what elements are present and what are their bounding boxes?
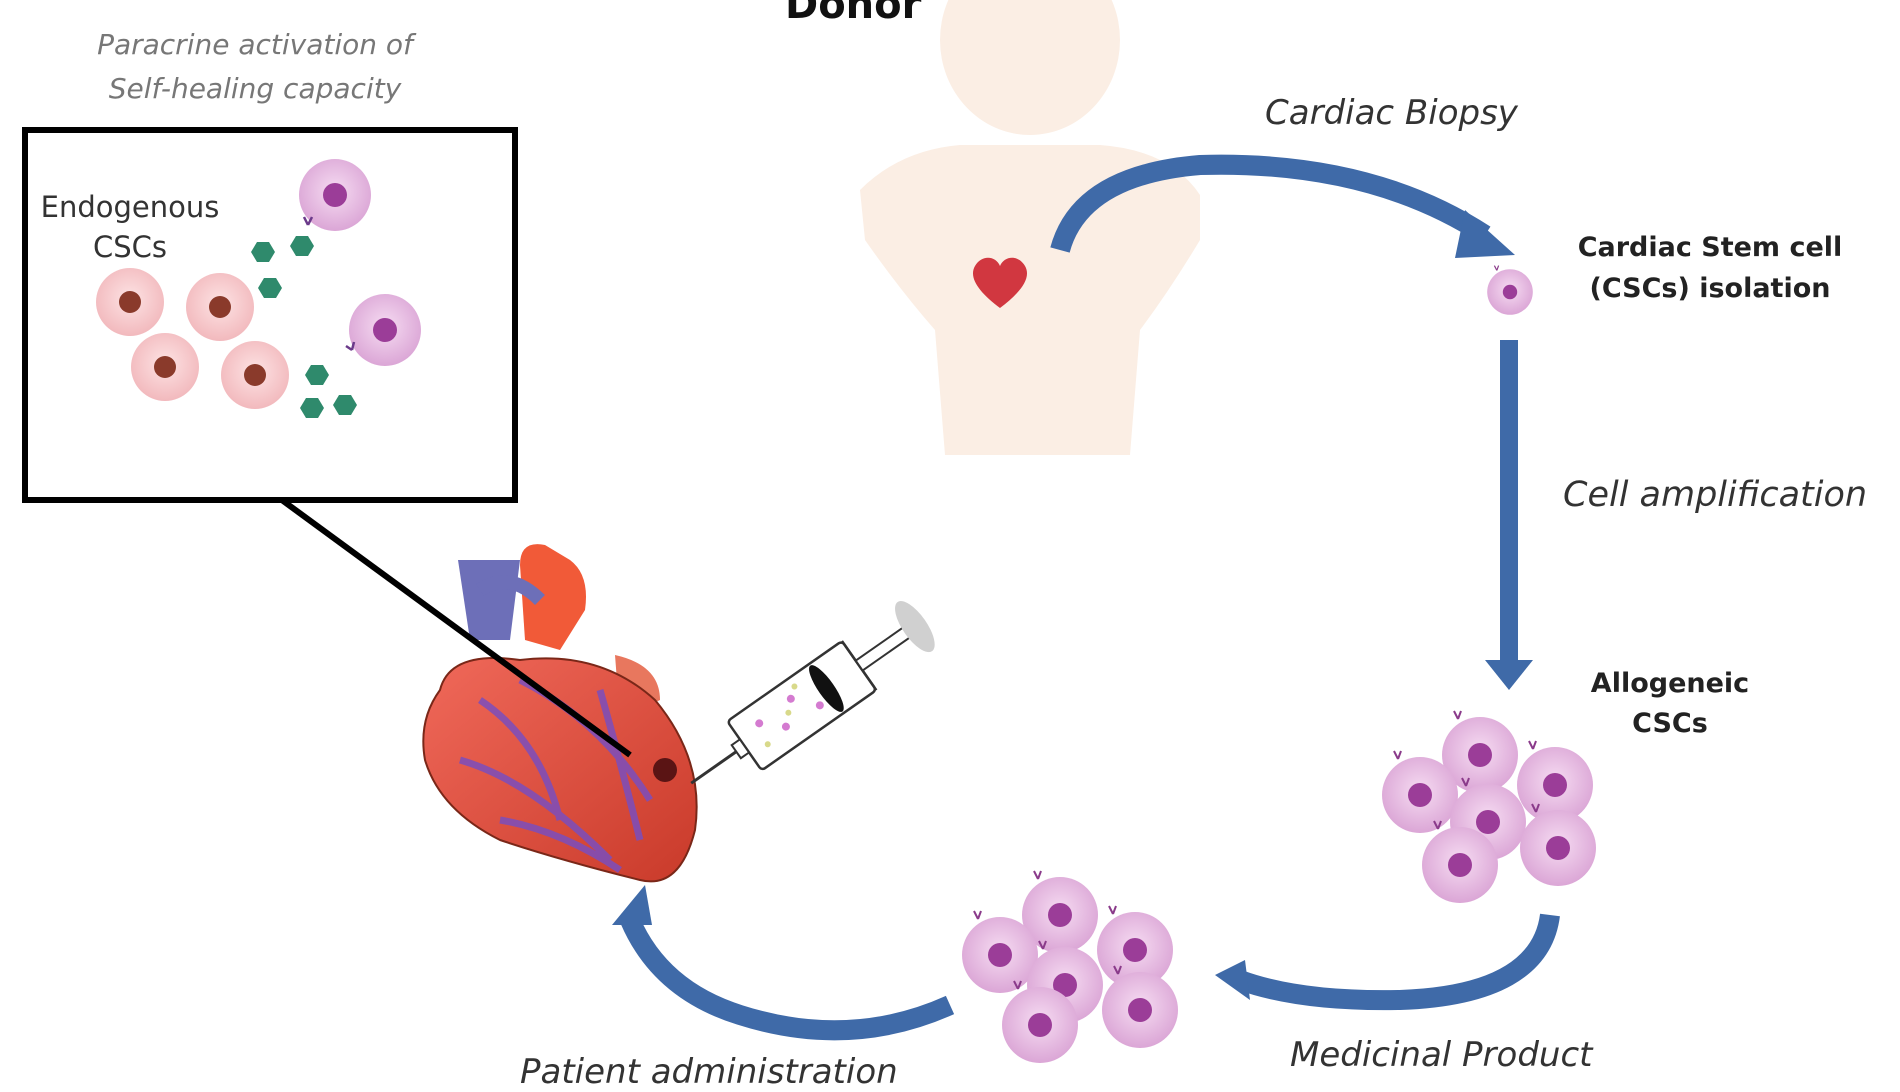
allogeneic-cell-cluster: [1381, 710, 1597, 904]
zoom-connector-line: [273, 492, 632, 758]
allogeneic-label-line1: Allogeneic: [1590, 668, 1750, 699]
donor-heart-icon: [972, 257, 1028, 308]
inset-box: [22, 127, 518, 503]
endogenous-label-line2: CSCs: [92, 230, 167, 264]
medicinal-product-label: Medicinal Product: [1290, 1035, 1593, 1075]
inset-cells: [96, 159, 421, 418]
isolated-cell: [1486, 265, 1534, 316]
diagram-canvas: [22, 0, 1597, 1064]
patient-heart-illustration: [422, 544, 698, 883]
biopsy-label: Cardiac Biopsy: [1265, 93, 1518, 133]
administration-label: Patient administration: [520, 1052, 898, 1092]
endogenous-label-line1: Endogenous: [40, 190, 220, 224]
allogeneic-label-line2: CSCs: [1632, 708, 1708, 739]
inset-caption-line1: Paracrine activation of: [97, 28, 413, 61]
syringe-illustration: [690, 601, 935, 785]
inset-caption-line2: Self-healing capacity: [108, 72, 402, 105]
amplification-arrow: [1485, 340, 1533, 690]
biopsy-arrow: [1050, 154, 1515, 258]
donor-title: Donor: [785, 0, 922, 28]
medicinal-arrow: [1215, 913, 1560, 1011]
isolation-label-line1: Cardiac Stem cell: [1577, 232, 1843, 263]
administration-arrow: [612, 885, 955, 1041]
medicinal-product-cluster: [961, 870, 1179, 1064]
donor-silhouette: [860, 0, 1200, 455]
amplification-label: Cell amplification: [1563, 475, 1868, 515]
isolation-label-line2: (CSCs) isolation: [1589, 273, 1831, 304]
